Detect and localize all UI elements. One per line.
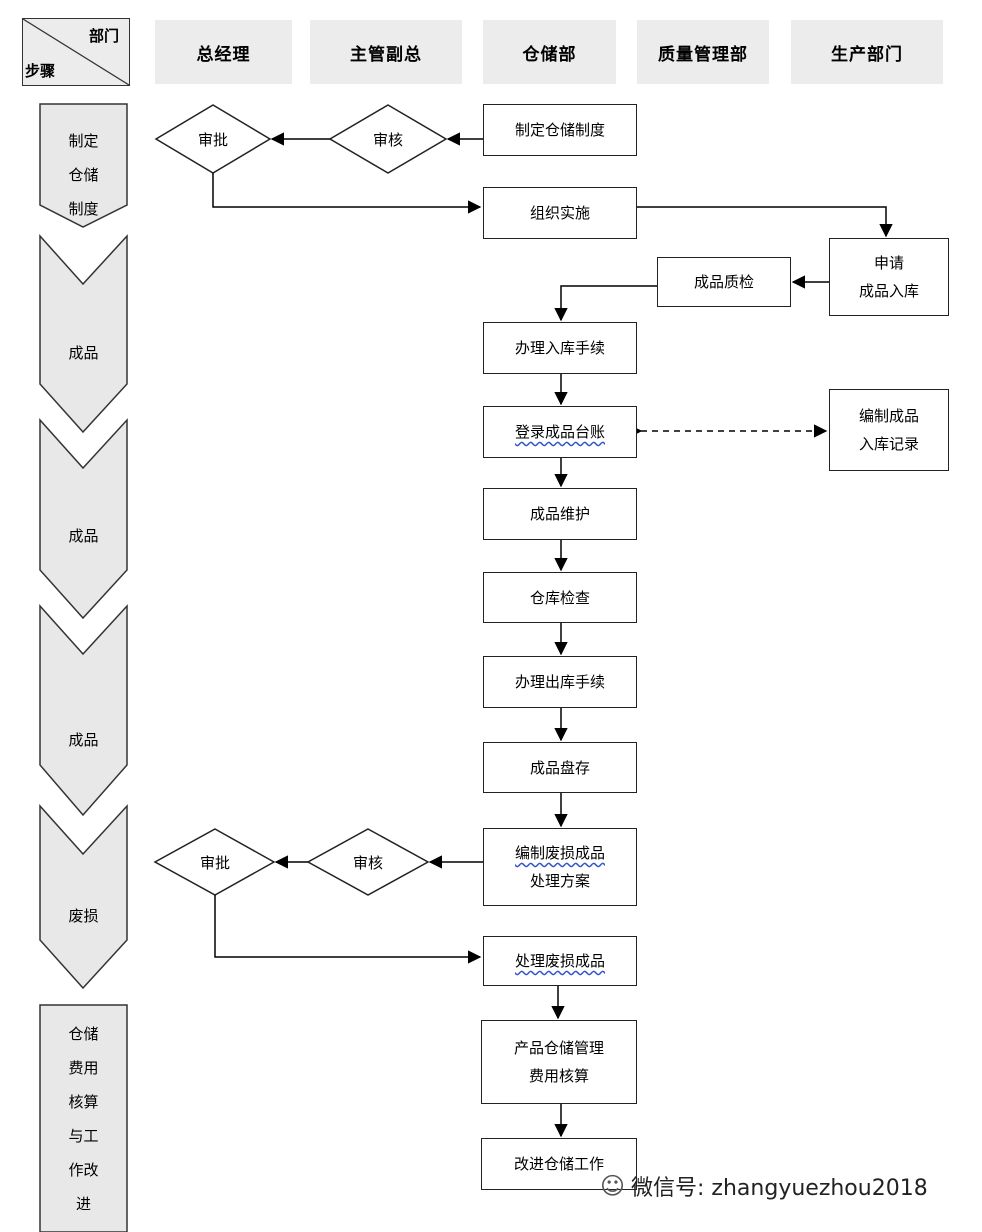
step-shape-storage [39,418,128,620]
node-label: 改进仓储工作 [513,1155,604,1173]
step-label-line: 废损 [68,907,99,925]
arrow-quality-to-inbound [554,285,657,322]
diamond-review1-label: 审核 [372,130,403,149]
diamond-review1 [328,104,448,174]
step-shape-policy [39,103,128,228]
step-label-line: 成品 [68,527,99,545]
header-dept-warehouse: 仓储部 [483,20,616,84]
step-shape-inbound [39,234,128,434]
header-dept-production: 生产部门 [791,20,943,84]
step-label-line: 仓储 [68,166,99,184]
node-inspect: 仓库检查 [483,572,637,623]
diamond-review2 [306,828,430,896]
node-stocktake: 成品盘存 [483,742,637,793]
diamond-approve2-label: 审批 [199,853,230,872]
node-scrap-plan: 编制废损成品 处理方案 [483,828,637,906]
node-record: 编制成品 入库记录 [829,389,949,471]
step-label-storage: 成品 [40,508,127,564]
step-label-line: 成品 [68,731,99,749]
arrow-approve2-to-scraphandle [214,895,482,964]
step-shape-scrap [39,804,128,990]
node-label: 成品质检 [693,273,754,291]
node-outbound: 办理出库手续 [483,656,637,708]
node-label: 入库记录 [858,435,919,453]
step-label-line: 与工 [68,1127,99,1145]
node-label: 成品维护 [529,505,590,523]
watermark-text: 微信号: zhangyuezhou2018 [631,1176,928,1201]
node-label: 编制废损成品 [514,844,605,862]
node-make-policy: 制定仓储制度 [483,104,637,156]
header-dept-vp: 主管副总 [310,20,462,84]
node-label: 处理废损成品 [514,952,605,970]
step-label-scrap: 废损 [40,888,127,944]
wechat-icon: ☺ [600,1172,626,1200]
corner-step-label: 步骤 [25,62,56,80]
node-label: 办理入库手续 [514,339,605,357]
diamond-approve1-label: 审批 [197,130,228,149]
header-dept-quality: 质量管理部 [637,20,769,84]
node-organize: 组织实施 [483,187,637,239]
step-label-line: 费用 [68,1059,99,1077]
step-shape-cost [39,1004,128,1232]
header-corner-cell: 部门 步骤 [22,18,130,86]
node-cost: 产品仓储管理 费用核算 [481,1020,637,1104]
step-label-inbound: 成品 [40,325,127,381]
node-label: 编制成品 [858,407,919,425]
header-dept-gm: 总经理 [155,20,292,84]
step-label-line: 作改 [68,1161,99,1179]
node-label: 办理出库手续 [514,673,605,691]
node-label: 成品盘存 [529,758,590,777]
node-label: 成品入库 [858,282,919,300]
step-label-line: 制定 [68,132,99,150]
node-label: 登录成品台账 [514,423,605,441]
node-maintain: 成品维护 [483,488,637,540]
node-label: 申请 [873,254,904,272]
step-shape-outbound [39,604,128,817]
node-label: 产品仓储管理 [513,1039,604,1057]
arrow-approve1-to-organize [212,173,482,214]
step-label-outbound: 成品 [40,712,127,768]
node-label: 仓库检查 [529,588,590,607]
watermark: ☺ 微信号: zhangyuezhou2018 [600,1170,928,1202]
diamond-review2-label: 审核 [352,853,383,872]
step-label-line: 进 [75,1195,91,1213]
node-label: 费用核算 [528,1067,589,1085]
node-ledger: 登录成品台账 [483,406,637,458]
node-label: 组织实施 [529,204,590,222]
step-label-line: 核算 [68,1093,99,1111]
node-apply-inbound: 申请 成品入库 [829,238,949,316]
step-label-policy: 制定 仓储 制度 [40,120,127,230]
node-inbound: 办理入库手续 [483,322,637,374]
corner-dept-label: 部门 [88,27,119,45]
node-quality-check: 成品质检 [657,257,791,307]
step-label-cost: 仓储 费用 核算 与工 作改 进 [40,1014,127,1224]
node-label: 处理方案 [529,872,590,890]
corner-diagonal [23,19,129,85]
step-label-line: 仓储 [68,1025,99,1043]
node-scrap-handle: 处理废损成品 [483,936,637,986]
arrow-organize-to-apply [637,206,893,238]
step-label-line: 成品 [68,344,99,362]
step-label-line: 制度 [68,200,99,218]
node-label: 制定仓储制度 [514,121,605,139]
node-improve: 改进仓储工作 [481,1138,637,1190]
